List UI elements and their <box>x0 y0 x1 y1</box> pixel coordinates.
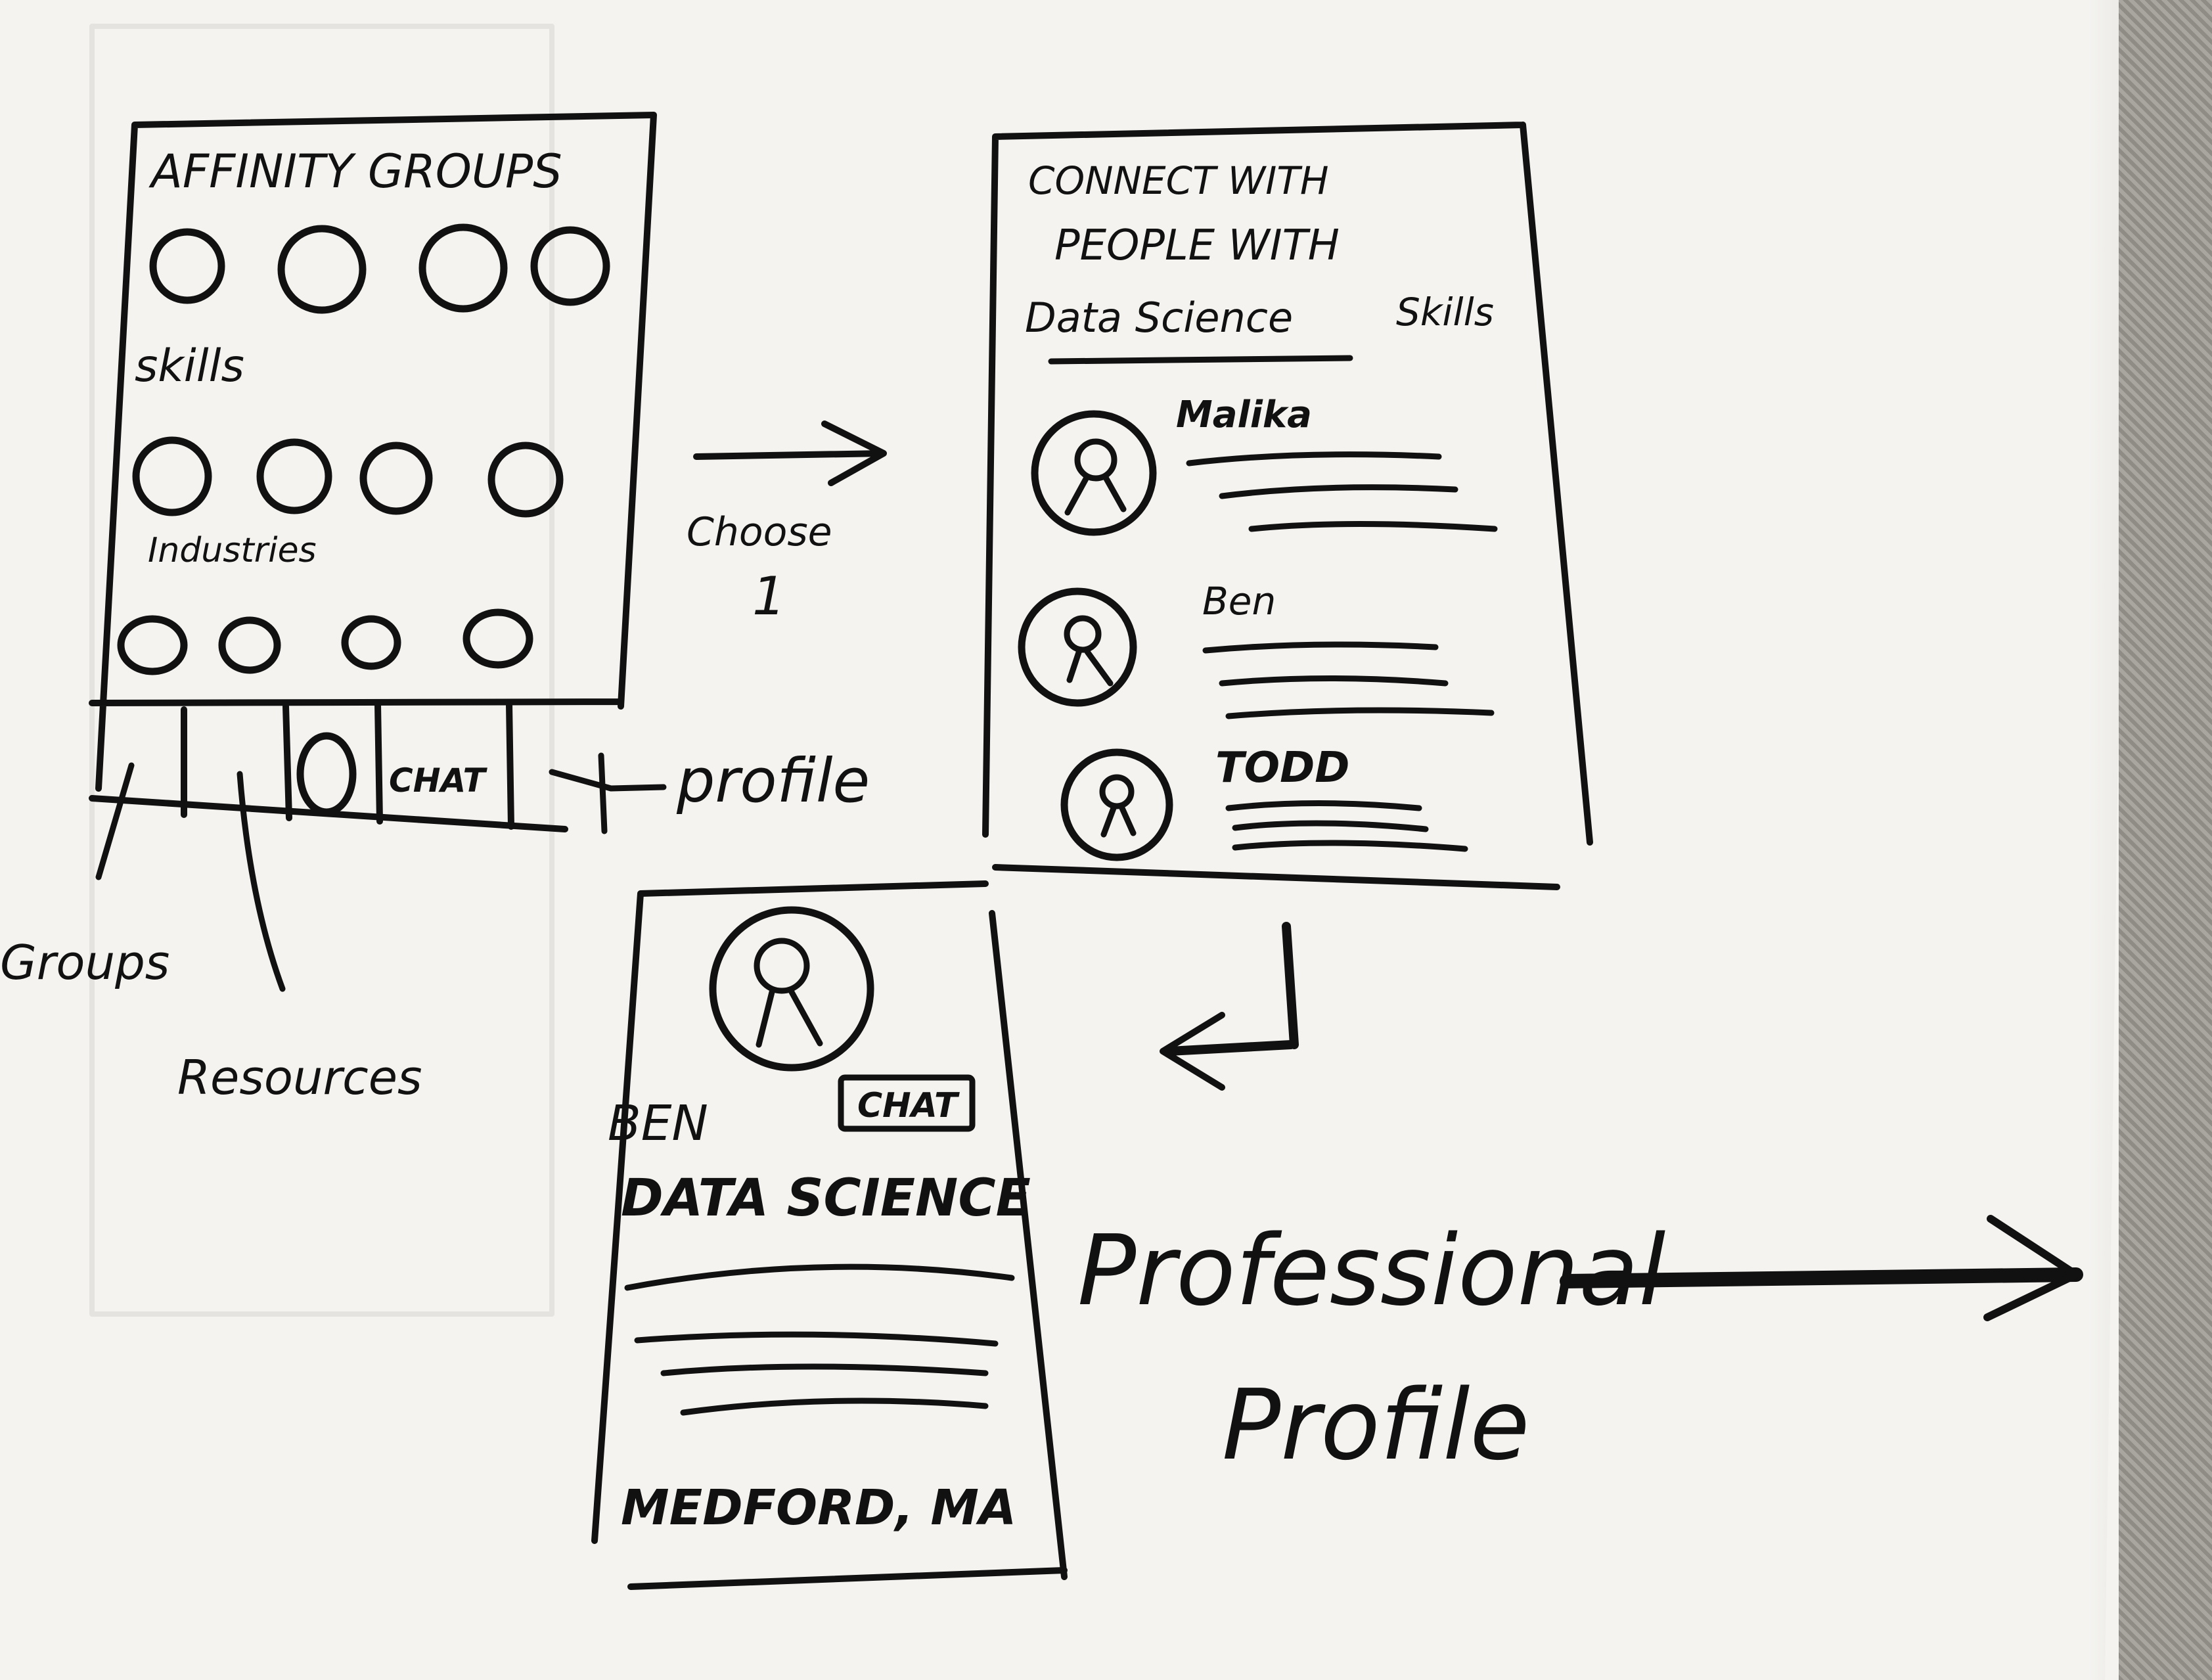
screen2-title-line1: CONNECT WITH <box>1028 158 1328 203</box>
screen2-frame <box>982 122 1593 890</box>
avatar <box>1018 587 1137 707</box>
skill-circle[interactable] <box>359 442 433 515</box>
skill-underline <box>1048 355 1353 365</box>
right-arrow-icon <box>693 420 887 486</box>
profile-skill: DATA SCIENCE <box>621 1169 1031 1228</box>
profile-chat-button[interactable]: CHAT <box>838 1074 976 1132</box>
nav-chat-tab[interactable]: CHAT <box>389 761 487 800</box>
industry-circle[interactable] <box>218 616 281 674</box>
person-icon <box>1064 438 1127 516</box>
avatar <box>1060 748 1173 861</box>
profile-location: MEDFORD, MA <box>621 1480 1016 1536</box>
choose-arrow: Choose 1 <box>687 420 887 627</box>
industries-row <box>117 608 533 675</box>
screen-connect-people: CONNECT WITH PEOPLE WITH Data Science Sk… <box>982 122 1593 890</box>
person-name: TODD <box>1215 744 1349 792</box>
person-details-scribble <box>1225 800 1468 852</box>
nav-dividers <box>181 701 514 830</box>
affinity-group-circle[interactable] <box>149 228 225 304</box>
person-details-scribble <box>1202 641 1495 719</box>
skill-circle[interactable] <box>132 436 212 516</box>
person-icon <box>1099 774 1137 838</box>
screen3-frame <box>591 880 1068 1590</box>
background-fabric <box>2119 0 2212 1680</box>
screen-affinity-groups: AFFINITY GROUPS skills Industries CHAT <box>89 112 657 832</box>
screen1-annotations: profile Groups Resources <box>0 746 870 1105</box>
groups-pointer-line <box>95 762 135 880</box>
person-card[interactable]: Ben <box>1018 579 1495 719</box>
skills-row <box>132 436 564 518</box>
screen1-section-skills: skills <box>135 340 244 392</box>
profile-name: BEN <box>608 1095 708 1152</box>
industry-circle[interactable] <box>341 615 401 670</box>
person-name: Malika <box>1176 394 1312 436</box>
person-card[interactable]: Malika <box>1031 394 1498 536</box>
chat-button-outline <box>838 1074 976 1132</box>
profile-avatar <box>709 906 874 1072</box>
avatar <box>1031 410 1157 536</box>
screen1-title: AFFINITY GROUPS <box>148 145 562 198</box>
skill-circle[interactable] <box>487 442 564 518</box>
industry-circle[interactable] <box>117 615 188 675</box>
big-arrow-head-icon <box>1983 1215 2080 1321</box>
return-arrow-shaft <box>1165 922 1299 1056</box>
industry-circle[interactable] <box>463 608 533 669</box>
resources-pointer-line <box>237 771 286 992</box>
affinity-group-row <box>149 223 610 314</box>
return-arrow <box>1160 922 1299 1091</box>
annotation-choose: Choose <box>687 509 832 555</box>
person-icon <box>1064 615 1114 687</box>
left-arrow-icon <box>1160 1012 1225 1091</box>
screen2-title-skills-word: Skills <box>1396 290 1494 334</box>
person-icon <box>754 938 823 1048</box>
profile-pointer-line <box>549 752 667 834</box>
profile-bio-scribble <box>624 1263 1015 1416</box>
annotation-profile: profile <box>676 746 870 816</box>
affinity-group-circle[interactable] <box>277 225 367 314</box>
bottom-nav-bar: CHAT <box>181 701 514 830</box>
affinity-group-circle[interactable] <box>530 226 610 306</box>
person-name: Ben <box>1202 579 1276 624</box>
screen1-frame <box>89 112 657 832</box>
screen1-section-industries: Industries <box>148 531 317 570</box>
person-details-scribble <box>1186 451 1498 532</box>
bleed-through-ghost <box>89 24 554 1317</box>
screen2-title-skill: Data Science <box>1025 294 1293 342</box>
annotation-professional: Professional <box>1077 1214 1665 1327</box>
big-arrow-shaft <box>1560 1267 2083 1288</box>
person-card[interactable]: TODD <box>1060 744 1468 861</box>
nav-home-circle[interactable] <box>296 732 357 816</box>
affinity-group-circle[interactable] <box>418 223 508 313</box>
chat-button-label[interactable]: CHAT <box>857 1086 960 1125</box>
annotation-choose-count: 1 <box>752 566 786 627</box>
screen2-title-line2: PEOPLE WITH <box>1054 221 1340 270</box>
annotation-profile-big: Profile <box>1222 1369 1529 1482</box>
skill-circle[interactable] <box>256 438 332 514</box>
professional-profile-annotation: Professional Profile <box>1077 1214 2083 1482</box>
screen-profile: BEN CHAT DATA SCIENCE MEDFORD, MA <box>591 880 1068 1590</box>
annotation-resources: Resources <box>177 1050 422 1105</box>
annotation-groups: Groups <box>0 935 169 990</box>
